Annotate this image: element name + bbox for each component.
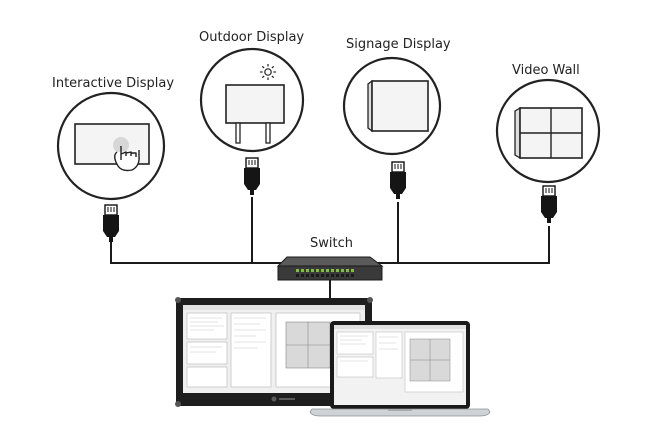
touch-hand-icon (113, 137, 140, 172)
ethernet-plug-icon (390, 161, 406, 199)
ethernet-plug-icon (244, 157, 260, 195)
video-wall-device (495, 78, 601, 184)
label-outdoor-display: Outdoor Display (199, 30, 304, 45)
outdoor-display-device (199, 47, 305, 153)
label-video-wall: Video Wall (512, 63, 580, 78)
switch-ports (296, 269, 354, 272)
interactive-display-device (56, 91, 166, 201)
control-laptop (309, 321, 491, 417)
ethernet-plug-icon (103, 204, 119, 242)
monitor-brand-logo (271, 396, 277, 402)
cable-video-wall (360, 226, 550, 264)
sun-icon (260, 64, 276, 80)
label-switch: Switch (310, 236, 353, 251)
ethernet-plug-icon (541, 185, 557, 223)
network-cables (110, 197, 550, 300)
signage-display-device (342, 56, 442, 156)
cable-interactive (110, 242, 330, 264)
label-signage-display: Signage Display (346, 37, 451, 52)
network-switch (276, 256, 384, 281)
cable-signage (330, 202, 399, 264)
label-interactive-display: Interactive Display (52, 76, 174, 91)
laptop-base (309, 408, 491, 417)
